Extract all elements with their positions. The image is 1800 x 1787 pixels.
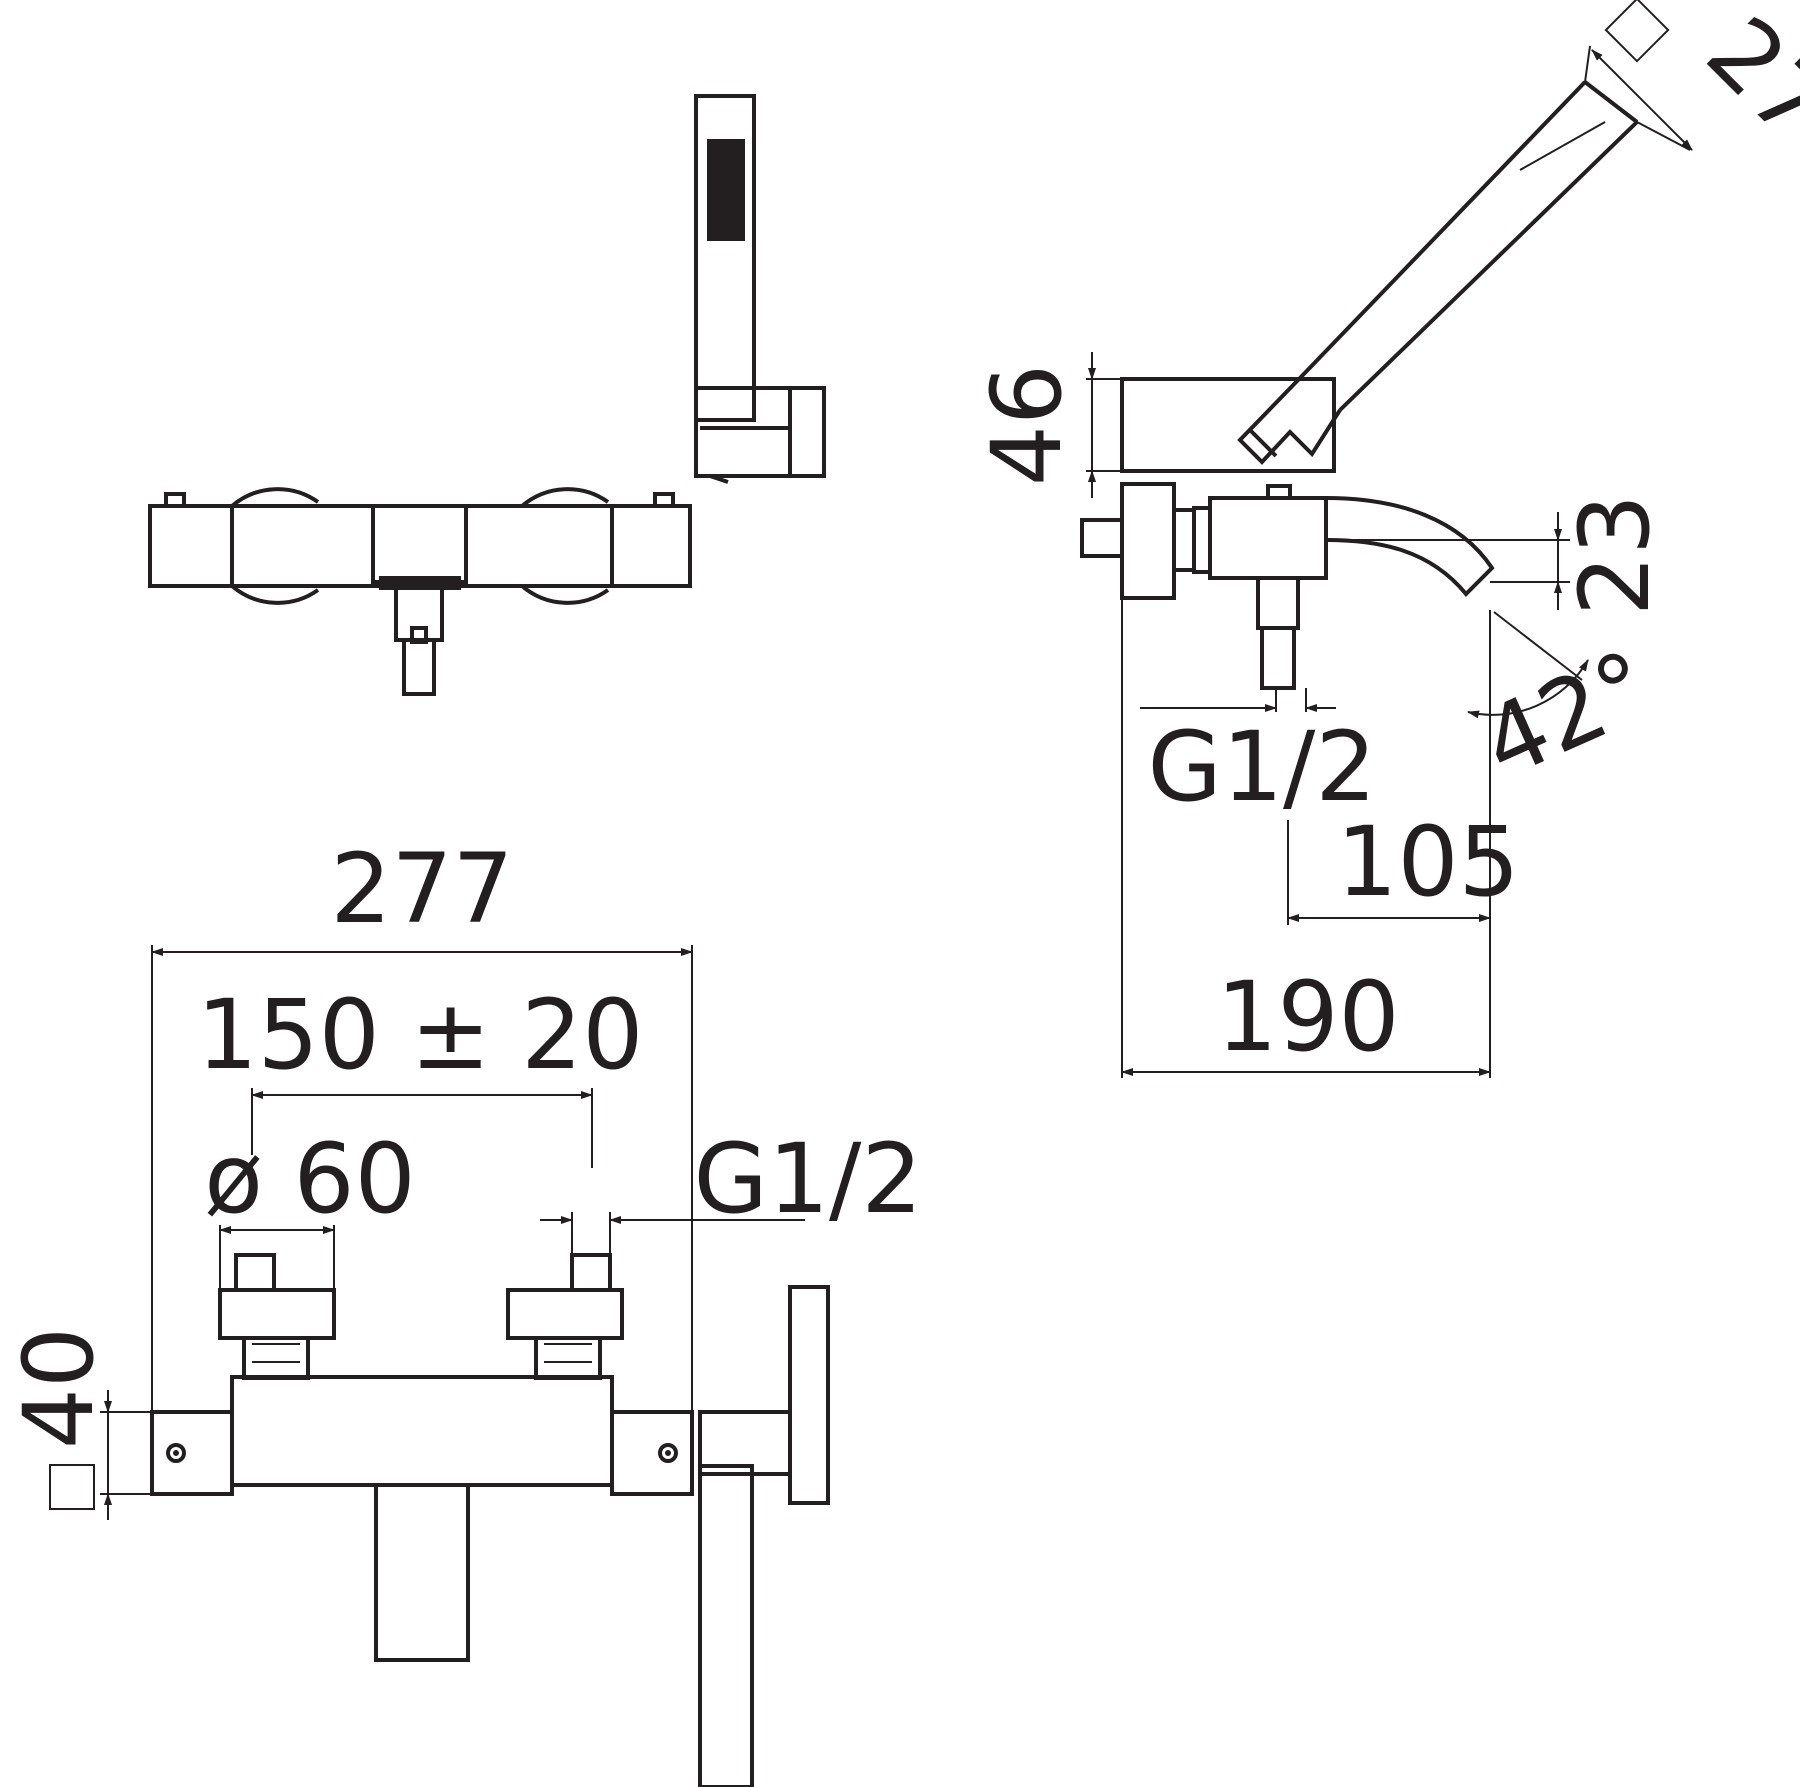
side-view-inlet bbox=[1260, 626, 1296, 690]
dim-height-top: 46 bbox=[971, 364, 1083, 486]
dim-spout-angle: 42° bbox=[1466, 629, 1667, 801]
side-view-body bbox=[1208, 496, 1328, 580]
front-view-handshower bbox=[698, 1464, 754, 1787]
dim-depth-total: 190 bbox=[1216, 961, 1399, 1073]
front-view-body bbox=[230, 1375, 614, 1487]
top-view bbox=[148, 94, 826, 696]
side-view-handshower bbox=[1237, 80, 1639, 465]
top-view-outlet bbox=[402, 638, 436, 696]
dim-outlet-thread-side: G1/2 bbox=[1148, 711, 1377, 823]
dim-spout-projection: 105 bbox=[1336, 806, 1519, 918]
side-view-spout bbox=[1325, 496, 1495, 597]
dim-inlet-thread-front: G1/2 bbox=[694, 1123, 923, 1235]
front-view-handle-right bbox=[506, 1288, 624, 1340]
front-view bbox=[150, 1253, 830, 1787]
dim-inlet-diameter: ø 60 bbox=[204, 1123, 415, 1235]
side-view bbox=[1080, 80, 1639, 690]
front-view-end-right bbox=[610, 1410, 694, 1496]
dim-width-total: 277 bbox=[330, 833, 513, 945]
top-view-center-block bbox=[371, 504, 468, 584]
dim-body-square: 40 bbox=[3, 1327, 115, 1449]
top-view-handshower bbox=[694, 94, 756, 422]
square-symbol-27-icon bbox=[1604, 0, 1670, 63]
top-view-knob-left bbox=[230, 487, 320, 508]
side-view-holder bbox=[1120, 377, 1336, 473]
dim-inlet-spacing: 150 ± 20 bbox=[197, 979, 644, 1091]
square-symbol-icon bbox=[49, 1464, 95, 1510]
dimension-lines bbox=[49, 0, 1693, 1520]
dim-spout-height: 23 bbox=[1559, 494, 1671, 616]
front-view-handle-left bbox=[218, 1288, 336, 1340]
dim-handshower-square: 27 bbox=[1686, 0, 1800, 161]
front-view-outlet bbox=[374, 1485, 470, 1662]
front-view-end-left bbox=[150, 1410, 234, 1496]
top-view-holder bbox=[694, 386, 826, 478]
dimension-labels: 277 150 ± 20 ø 60 G1/2 40 46 23 42° G1/2… bbox=[3, 0, 1800, 1449]
side-view-wall-plate bbox=[1120, 482, 1176, 600]
top-view-knob-right bbox=[520, 487, 610, 508]
